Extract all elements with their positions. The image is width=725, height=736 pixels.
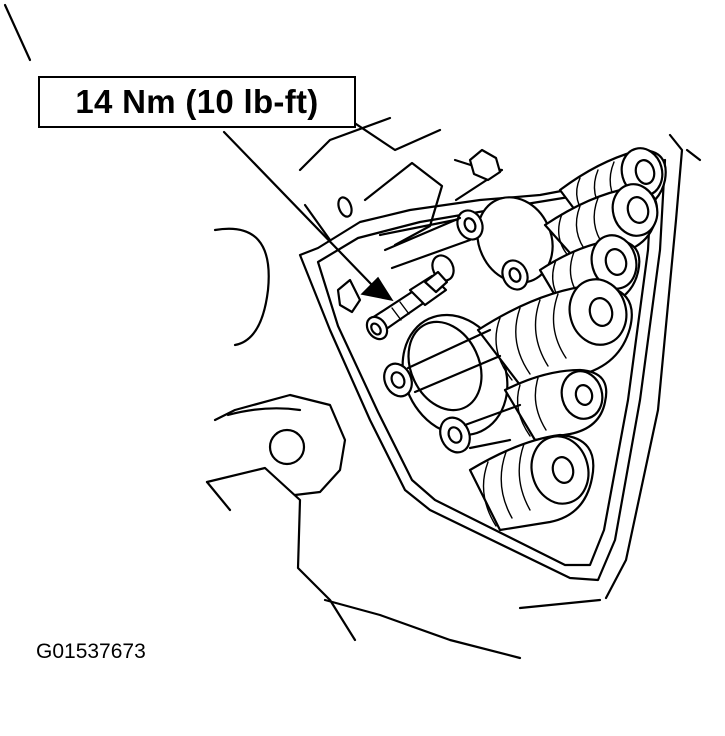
leader-arrow (222, 130, 394, 302)
torque-callout-box: 14 Nm (10 lb-ft) (38, 76, 356, 128)
torque-callout-label: 14 Nm (10 lb-ft) (75, 83, 319, 120)
solenoid-pack (406, 147, 667, 532)
figure-id-label: G01537673 (36, 640, 146, 663)
bolt (365, 270, 449, 341)
transmission-case-outline (3, 3, 702, 660)
